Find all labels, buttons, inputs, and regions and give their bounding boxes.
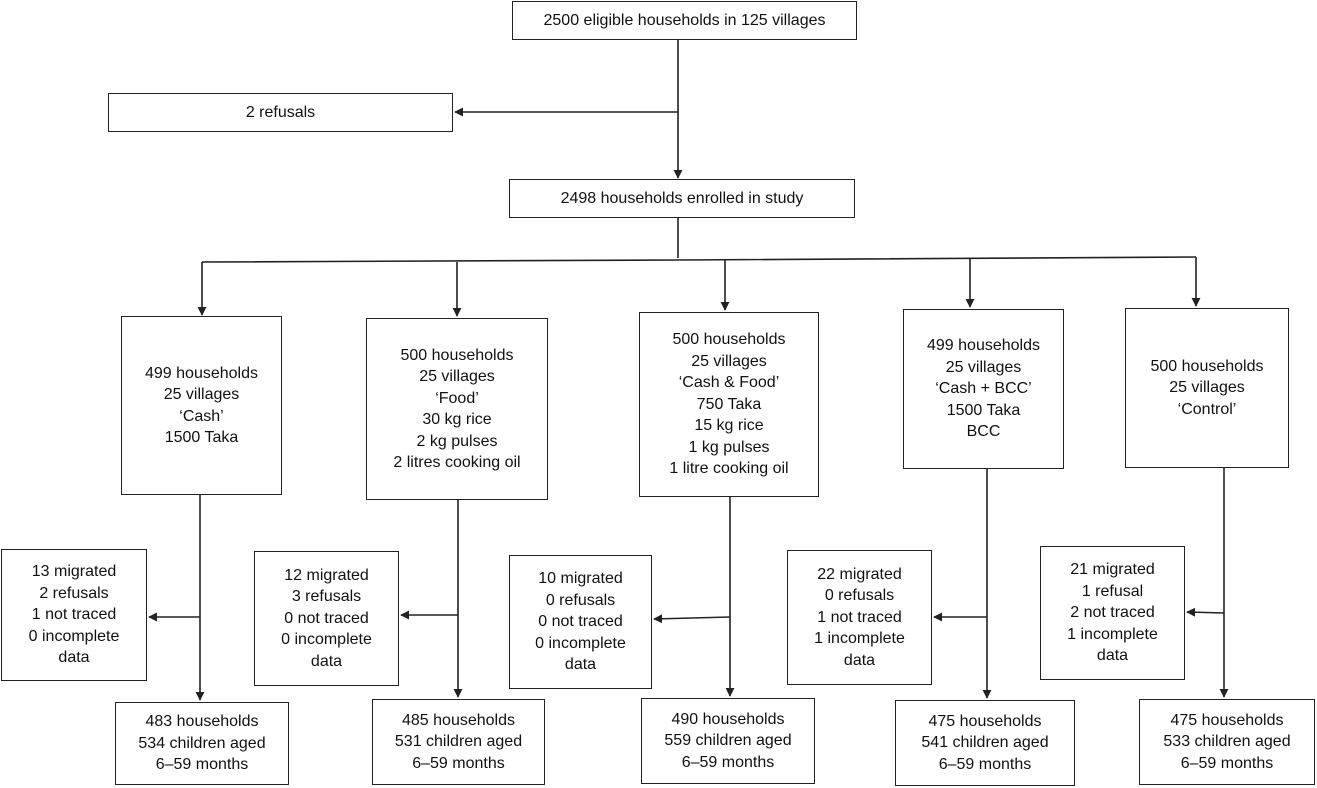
box-line: 475 households (1170, 711, 1284, 729)
enrolled-box: 2498 households enrolled in study (509, 179, 855, 218)
box-line: 533 children aged (1163, 733, 1291, 751)
box-line: 500 households (672, 331, 786, 349)
box-line: 2 refusals (39, 584, 109, 602)
box-line: data (564, 656, 597, 674)
box-line: 534 children aged (138, 734, 266, 752)
box-line: 500 households (400, 346, 514, 364)
box-line: 1 kg pulses (688, 438, 770, 456)
arm-box-cash-food: 500 households 25 villages ‘Cash & Food’… (639, 312, 819, 497)
box-line: data (58, 649, 90, 667)
box-line: 750 Taka (696, 395, 762, 413)
box-line: 0 not traced (538, 613, 623, 631)
box-line: 1 not traced (31, 606, 117, 624)
box-line: ‘Cash’ (179, 407, 224, 425)
box-line: 490 households (671, 710, 785, 728)
box-line: 6–59 months (938, 755, 1032, 773)
box-line: data (1096, 647, 1129, 665)
loss-box-cash: 13 migrated 2 refusals 1 not traced 0 in… (1, 549, 147, 681)
box-line: 559 children aged (664, 732, 792, 750)
final-box-control: 475 households 533 children aged 6–59 mo… (1139, 699, 1315, 785)
box-line: 3 refusals (291, 588, 362, 606)
eligible-households-box: 2500 eligible households in 125 villages (512, 1, 857, 40)
box-line: 475 households (928, 712, 1042, 730)
box-line: 499 households (145, 364, 258, 382)
box-line: 2498 households enrolled in study (560, 189, 804, 207)
box-line: 1 incomplete (814, 630, 905, 648)
box-line: 30 kg rice (422, 411, 492, 428)
box-line: 6–59 months (155, 756, 249, 774)
arm-box-control: 500 households 25 villages ‘Control’ (1125, 308, 1289, 468)
box-line: ‘Control’ (1177, 400, 1237, 418)
arm-box-cash: 499 households 25 villages ‘Cash’ 1500 T… (121, 316, 282, 495)
box-line: data (310, 652, 343, 670)
box-line: 531 children aged (394, 733, 523, 751)
box-line: 25 villages (945, 358, 1022, 376)
box-line: 0 refusals (824, 587, 895, 605)
connector-bus (201, 256, 1197, 263)
box-line: 2 kg pulses (416, 432, 498, 450)
box-line: 485 households (402, 711, 515, 729)
refusals-box: 2 refusals (108, 93, 453, 132)
box-line: ‘Cash + BCC’ (935, 380, 1032, 398)
box-line: 500 households (1150, 357, 1264, 375)
box-line: 499 households (927, 337, 1040, 355)
box-line: 10 migrated (538, 570, 623, 588)
connector-to-loss-control (1186, 607, 1225, 617)
arm-box-food: 500 households 25 villages ‘Food’ 30 kg … (366, 318, 548, 500)
box-line: 2 not traced (1070, 604, 1155, 622)
box-line: 1 not traced (817, 608, 902, 626)
box-line: 25 villages (691, 352, 767, 370)
box-line: ‘Cash & Food’ (678, 374, 780, 392)
box-line: 2 litres cooking oil (393, 454, 521, 471)
final-box-cash-bcc: 475 households 541 children aged 6–59 mo… (895, 700, 1075, 786)
box-line: 25 villages (1169, 379, 1245, 397)
box-line: 0 incomplete (535, 634, 626, 652)
box-line: BCC (966, 423, 1001, 441)
box-line: 1500 Taka (946, 401, 1021, 419)
box-line: 22 migrated (817, 565, 902, 583)
loss-box-food: 12 migrated 3 refusals 0 not traced 0 in… (254, 551, 399, 686)
box-line: 21 migrated (1070, 561, 1155, 579)
final-box-cash: 483 households 534 children aged 6–59 mo… (115, 702, 289, 785)
box-line: 483 households (145, 713, 259, 731)
box-line: data (843, 651, 876, 669)
box-line: 2 refusals (245, 103, 316, 121)
box-line: 0 incomplete (28, 627, 120, 645)
box-line: 25 villages (163, 386, 240, 403)
box-line: ‘Food’ (435, 389, 479, 407)
box-line: 13 migrated (31, 563, 117, 581)
box-line: 6–59 months (1180, 754, 1274, 772)
box-line: 0 incomplete (281, 631, 372, 649)
box-line: 1 incomplete (1067, 625, 1158, 643)
final-box-cash-food: 490 households 559 children aged 6–59 mo… (641, 698, 815, 784)
connector-to-loss-cash-food (653, 614, 731, 624)
box-line: 1500 Taka (164, 429, 239, 446)
final-box-food: 485 households 531 children aged 6–59 mo… (372, 699, 545, 785)
box-line: 6–59 months (412, 754, 505, 772)
arm-box-cash-bcc: 499 households 25 villages ‘Cash + BCC’ … (903, 309, 1064, 469)
box-line: 0 not traced (284, 609, 369, 627)
loss-box-control: 21 migrated 1 refusal 2 not traced 1 inc… (1040, 546, 1185, 680)
box-line: 541 children aged (921, 734, 1049, 752)
box-line: 1 refusal (1081, 582, 1144, 600)
box-line: 1 litre cooking oil (669, 460, 789, 478)
box-line: 2500 eligible households in 125 villages (543, 11, 826, 29)
box-line: 0 refusals (545, 591, 616, 609)
box-line: 25 villages (419, 368, 495, 385)
loss-box-cash-bcc: 22 migrated 0 refusals 1 not traced 1 in… (787, 550, 932, 685)
box-line: 12 migrated (284, 566, 369, 584)
box-line: 15 kg rice (694, 417, 764, 435)
box-line: 6–59 months (681, 753, 775, 771)
loss-box-cash-food: 10 migrated 0 refusals 0 not traced 0 in… (509, 555, 652, 689)
